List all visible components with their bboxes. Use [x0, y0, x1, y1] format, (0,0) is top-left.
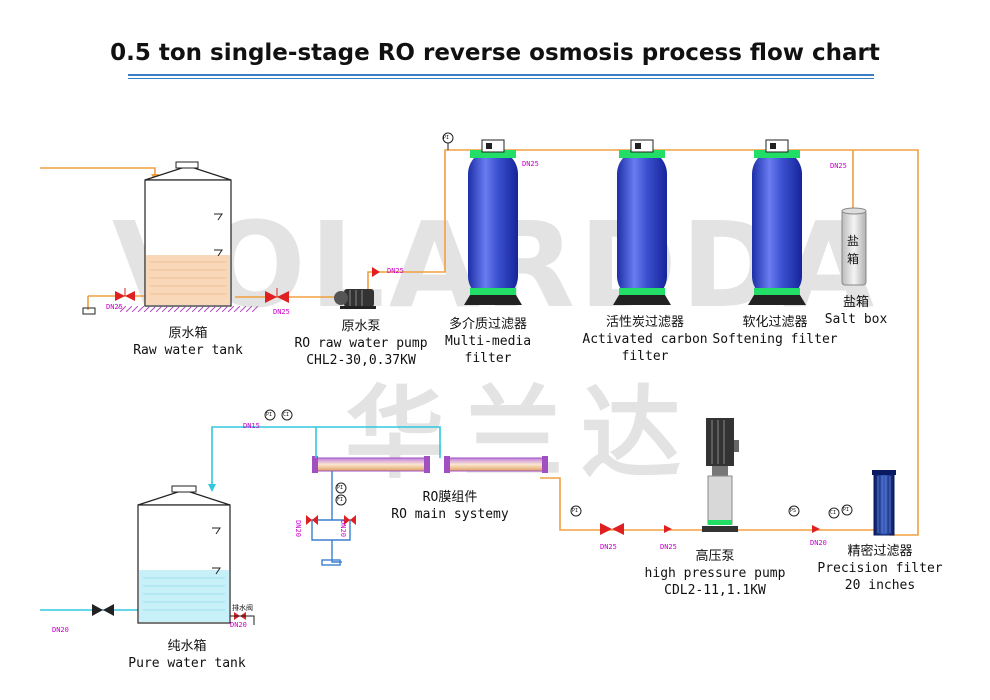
multimedia-filter-cn: 多介质过滤器	[448, 317, 527, 332]
pure-tank-label: 纯水箱 Pure water tank	[122, 638, 252, 672]
multimedia-filter-label: 多介质过滤器 Multi-media filter	[428, 316, 548, 367]
pi-tag-permeate: PI	[266, 412, 273, 418]
salt-box-label: 盐箱 Salt box	[820, 294, 892, 328]
ro-system-label: RO膜组件 RO main systemy	[380, 489, 520, 523]
precision-filter-en2: 20 inches	[844, 578, 916, 593]
dn-label-pure-outlet: DN20	[52, 626, 69, 634]
salt-box	[841, 207, 867, 286]
diagram-title: 0.5 ton single-stage RO reverse osmosis …	[110, 40, 880, 66]
softening-filter-en: Softening filter	[712, 332, 838, 347]
raw-water-pump	[334, 289, 376, 309]
pi-tag-pf: PI	[843, 507, 850, 513]
drain-valve-tag: 排水阀	[232, 604, 253, 612]
carbon-filter-cn: 活性炭过滤器	[605, 315, 684, 330]
raw-tank-valves	[82, 288, 289, 315]
ps-tag-hp: PS	[790, 508, 797, 514]
title-underline-thin	[128, 78, 874, 79]
dn-label-pump-outlet: DN25	[387, 267, 404, 275]
ro-system-cn: RO膜组件	[422, 490, 478, 505]
dn-label-concentrate-2: DN20	[338, 520, 347, 537]
dn-label-concentrate-1: DN20	[293, 520, 302, 537]
pi-tag-top: PI	[443, 135, 450, 141]
watermark-cn: 华兰达	[345, 375, 699, 492]
high-pressure-pump	[702, 418, 739, 532]
title-underline	[128, 74, 874, 76]
pure-tank-en: Pure water tank	[128, 656, 246, 671]
softening-filter-label: 软化过滤器 Softening filter	[710, 314, 840, 348]
hp-pump-model: CDL2-11,1.1KW	[664, 583, 766, 598]
pure-water-piping	[40, 426, 441, 611]
raw-pump-model: CHL2-30,0.37KW	[306, 353, 416, 368]
dn-label-tank-drain: DN20	[230, 621, 247, 629]
carbon-filter-label: 活性炭过滤器 Activated carbon filter	[580, 314, 710, 365]
pure-outlet-valve	[92, 604, 114, 616]
precision-filter-cn: 精密过滤器	[847, 544, 913, 559]
hp-inlet-valve	[600, 523, 624, 535]
salt-box-char-2: 箱	[847, 252, 860, 266]
raw-pump-cn: 原水泵	[341, 319, 381, 334]
pure-tank-cn: 纯水箱	[167, 639, 207, 654]
carbon-filter-en1: Activated carbon	[582, 332, 708, 347]
salt-box-char-1: 盐	[847, 234, 860, 248]
multimedia-filter-en1: Multi-media	[444, 334, 532, 349]
pressure-gauge-top	[442, 132, 454, 150]
precision-filter-en1: Precision filter	[817, 561, 943, 576]
multimedia-filter-en2: filter	[464, 351, 512, 366]
raw-water-tank	[118, 161, 258, 312]
dn-label-hp-check: DN25	[660, 543, 677, 551]
softening-filter-vessel	[748, 139, 806, 305]
dn-label-pf-outlet: DN20	[810, 539, 827, 547]
raw-inlet-pipe	[40, 167, 156, 180]
dn-label-hp-inlet: DN25	[600, 543, 617, 551]
dn-label-softener: DN25	[830, 162, 847, 170]
dn-label-permeate: DN15	[243, 422, 260, 430]
ci-tag-pf: CI	[830, 510, 837, 516]
raw-tank-en: Raw water tank	[133, 343, 243, 358]
carbon-filter-vessel	[613, 139, 671, 305]
salt-box-en: Salt box	[824, 312, 888, 327]
hp-pump-en: high pressure pump	[644, 566, 786, 581]
check-valve-1	[372, 267, 380, 277]
precision-filter-housing	[872, 470, 896, 536]
raw-tank-label: 原水箱 Raw water tank	[128, 325, 248, 359]
ro-system-en: RO main systemy	[391, 507, 509, 522]
carbon-filter-en2: filter	[621, 349, 669, 364]
raw-pump-en: RO raw water pump	[294, 336, 428, 351]
raw-tank-cn: 原水箱	[168, 326, 208, 341]
ro-membrane-2	[444, 456, 548, 473]
raw-pump-label: 原水泵 RO raw water pump CHL2-30,0.37KW	[286, 318, 436, 369]
dn-label-pump-inlet: DN25	[273, 308, 290, 316]
salt-box-cn: 盐箱	[842, 295, 869, 310]
dn-label-mmf: DN25	[522, 160, 539, 168]
multimedia-filter-vessel	[464, 139, 522, 305]
pi-tag-concentrate: PI	[337, 485, 344, 491]
fi-tag-concentrate: FI	[337, 497, 344, 503]
softening-filter-cn: 软化过滤器	[742, 315, 808, 330]
hp-pump-label: 高压泵 high pressure pump CDL2-11,1.1KW	[640, 548, 790, 599]
hp-pump-cn: 高压泵	[695, 549, 735, 564]
precision-filter-label: 精密过滤器 Precision filter 20 inches	[810, 543, 950, 594]
pf-check-valve	[812, 525, 820, 533]
pure-water-tank	[137, 485, 231, 624]
ro-membrane-1	[312, 456, 430, 473]
ci-tag-permeate: CI	[283, 412, 290, 418]
pi-tag-hp: PI	[572, 508, 579, 514]
hp-check-valve	[664, 525, 672, 533]
main-header-pipe	[367, 149, 919, 536]
dn-label-raw-drain: DN25	[106, 303, 123, 311]
